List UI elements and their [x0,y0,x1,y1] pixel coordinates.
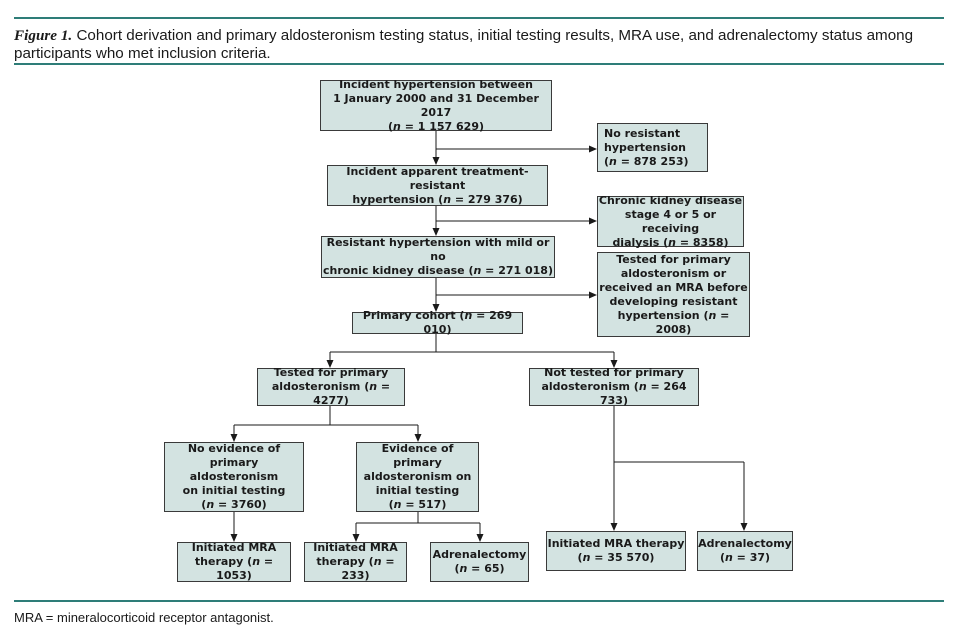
footer-rule [14,600,944,602]
box-line: Initiated MRA [191,541,277,554]
box-line: received an MRA before [599,280,748,294]
box-line: Tested for primary [616,252,731,266]
box-line: aldosteronism (n = 4277) [271,380,391,407]
box-line: aldosteronism on [363,470,472,483]
box-tested-primary-aldosteronism: Tested for primary aldosteronism (n = 42… [257,366,405,407]
caption-text: Cohort derivation and primary aldosteron… [14,27,914,62]
footnote: MRA = mineralocorticoid receptor antagon… [14,610,274,625]
flowchart-connectors [230,131,748,542]
box-line: hypertension [604,140,687,154]
box-line: dialysis (n = 8358) [612,235,729,249]
box-count: (n = 1 157 629) [387,119,484,133]
box-line: on initial testing [182,484,286,497]
box-count: (n = 878 253) [604,154,689,168]
box-mild-or-no-ckd: Resistant hypertension with mild or no c… [321,236,555,278]
box-adrenalectomy-65: Adrenalectomy (n = 65) [430,542,529,582]
box-line: Not tested for primary [544,366,684,379]
box-line: developing resistant [609,294,738,308]
box-line: Incident apparent treatment-resistant [346,164,529,192]
box-mra-therapy-35570: Initiated MRA therapy (n = 35 570) [546,531,686,571]
box-no-resistant-hypertension: No resistant hypertension (n = 878 253) [597,123,708,172]
box-line: Adrenalectomy [698,537,792,550]
figure-label: Figure 1. [14,27,73,44]
box-count: (n = 517) [388,498,447,511]
box-line: Incident hypertension between [339,77,533,91]
figure-caption: Figure 1. Cohort derivation and primary … [14,27,944,63]
box-line: Initiated MRA therapy [547,537,685,550]
box-line: Evidence of primary [381,442,454,469]
box-count: (n = 3760) [201,498,267,511]
box-line: stage 4 or 5 or receiving [624,207,717,235]
box-not-tested-primary-aldosteronism: Not tested for primary aldosteronism (n … [529,366,699,407]
box-mra-therapy-1053: Initiated MRA therapy (n = 1053) [177,541,291,582]
box-line: Adrenalectomy [432,548,527,561]
top-rule [14,17,944,19]
box-line: Initiated MRA [313,541,398,554]
box-line: aldosteronism or [620,266,727,280]
box-no-evidence-on-testing: No evidence of primary aldosteronism on … [164,442,304,512]
box-adrenalectomy-37: Adrenalectomy (n = 37) [697,531,793,571]
box-line: Resistant hypertension with mild or no [326,236,550,263]
box-primary-cohort: Primary cohort (n = 269 010) [352,309,523,336]
box-prior-testing-or-mra: Tested for primary aldosteronism or rece… [597,252,750,337]
box-incident-hypertension: Incident hypertension between 1 January … [320,77,552,133]
box-line: No resistant [604,126,681,140]
box-mra-therapy-233: Initiated MRA therapy (n = 233) [304,541,407,582]
box-count: (n = 37) [719,551,771,564]
box-ckd-stage-4-5: Chronic kidney disease stage 4 or 5 or r… [597,193,744,249]
box-line: Chronic kidney disease [598,193,743,207]
box-line: 1 January 2000 and 31 December 2017 [333,91,539,119]
box-line: Primary cohort (n = 269 010) [362,309,513,336]
box-line: hypertension (n = 279 376) [352,192,523,206]
box-line: initial testing [375,484,460,497]
box-line: Tested for primary [273,366,389,379]
box-line: No evidence of [187,442,281,455]
box-line: therapy (n = 1053) [194,555,274,582]
box-count: (n = 65) [454,562,505,575]
box-line: primary aldosteronism [189,456,279,483]
box-line: aldosteronism (n = 264 733) [541,380,687,407]
box-line: hypertension (n = 2008) [617,308,730,336]
caption-rule [14,63,944,65]
box-line: therapy (n = 233) [316,555,395,582]
box-line: chronic kidney disease (n = 271 018) [323,264,553,277]
box-count: (n = 35 570) [577,551,655,564]
box-apparent-resistant-hypertension: Incident apparent treatment-resistant hy… [327,165,548,206]
box-evidence-on-testing: Evidence of primary aldosteronism on ini… [356,442,479,512]
